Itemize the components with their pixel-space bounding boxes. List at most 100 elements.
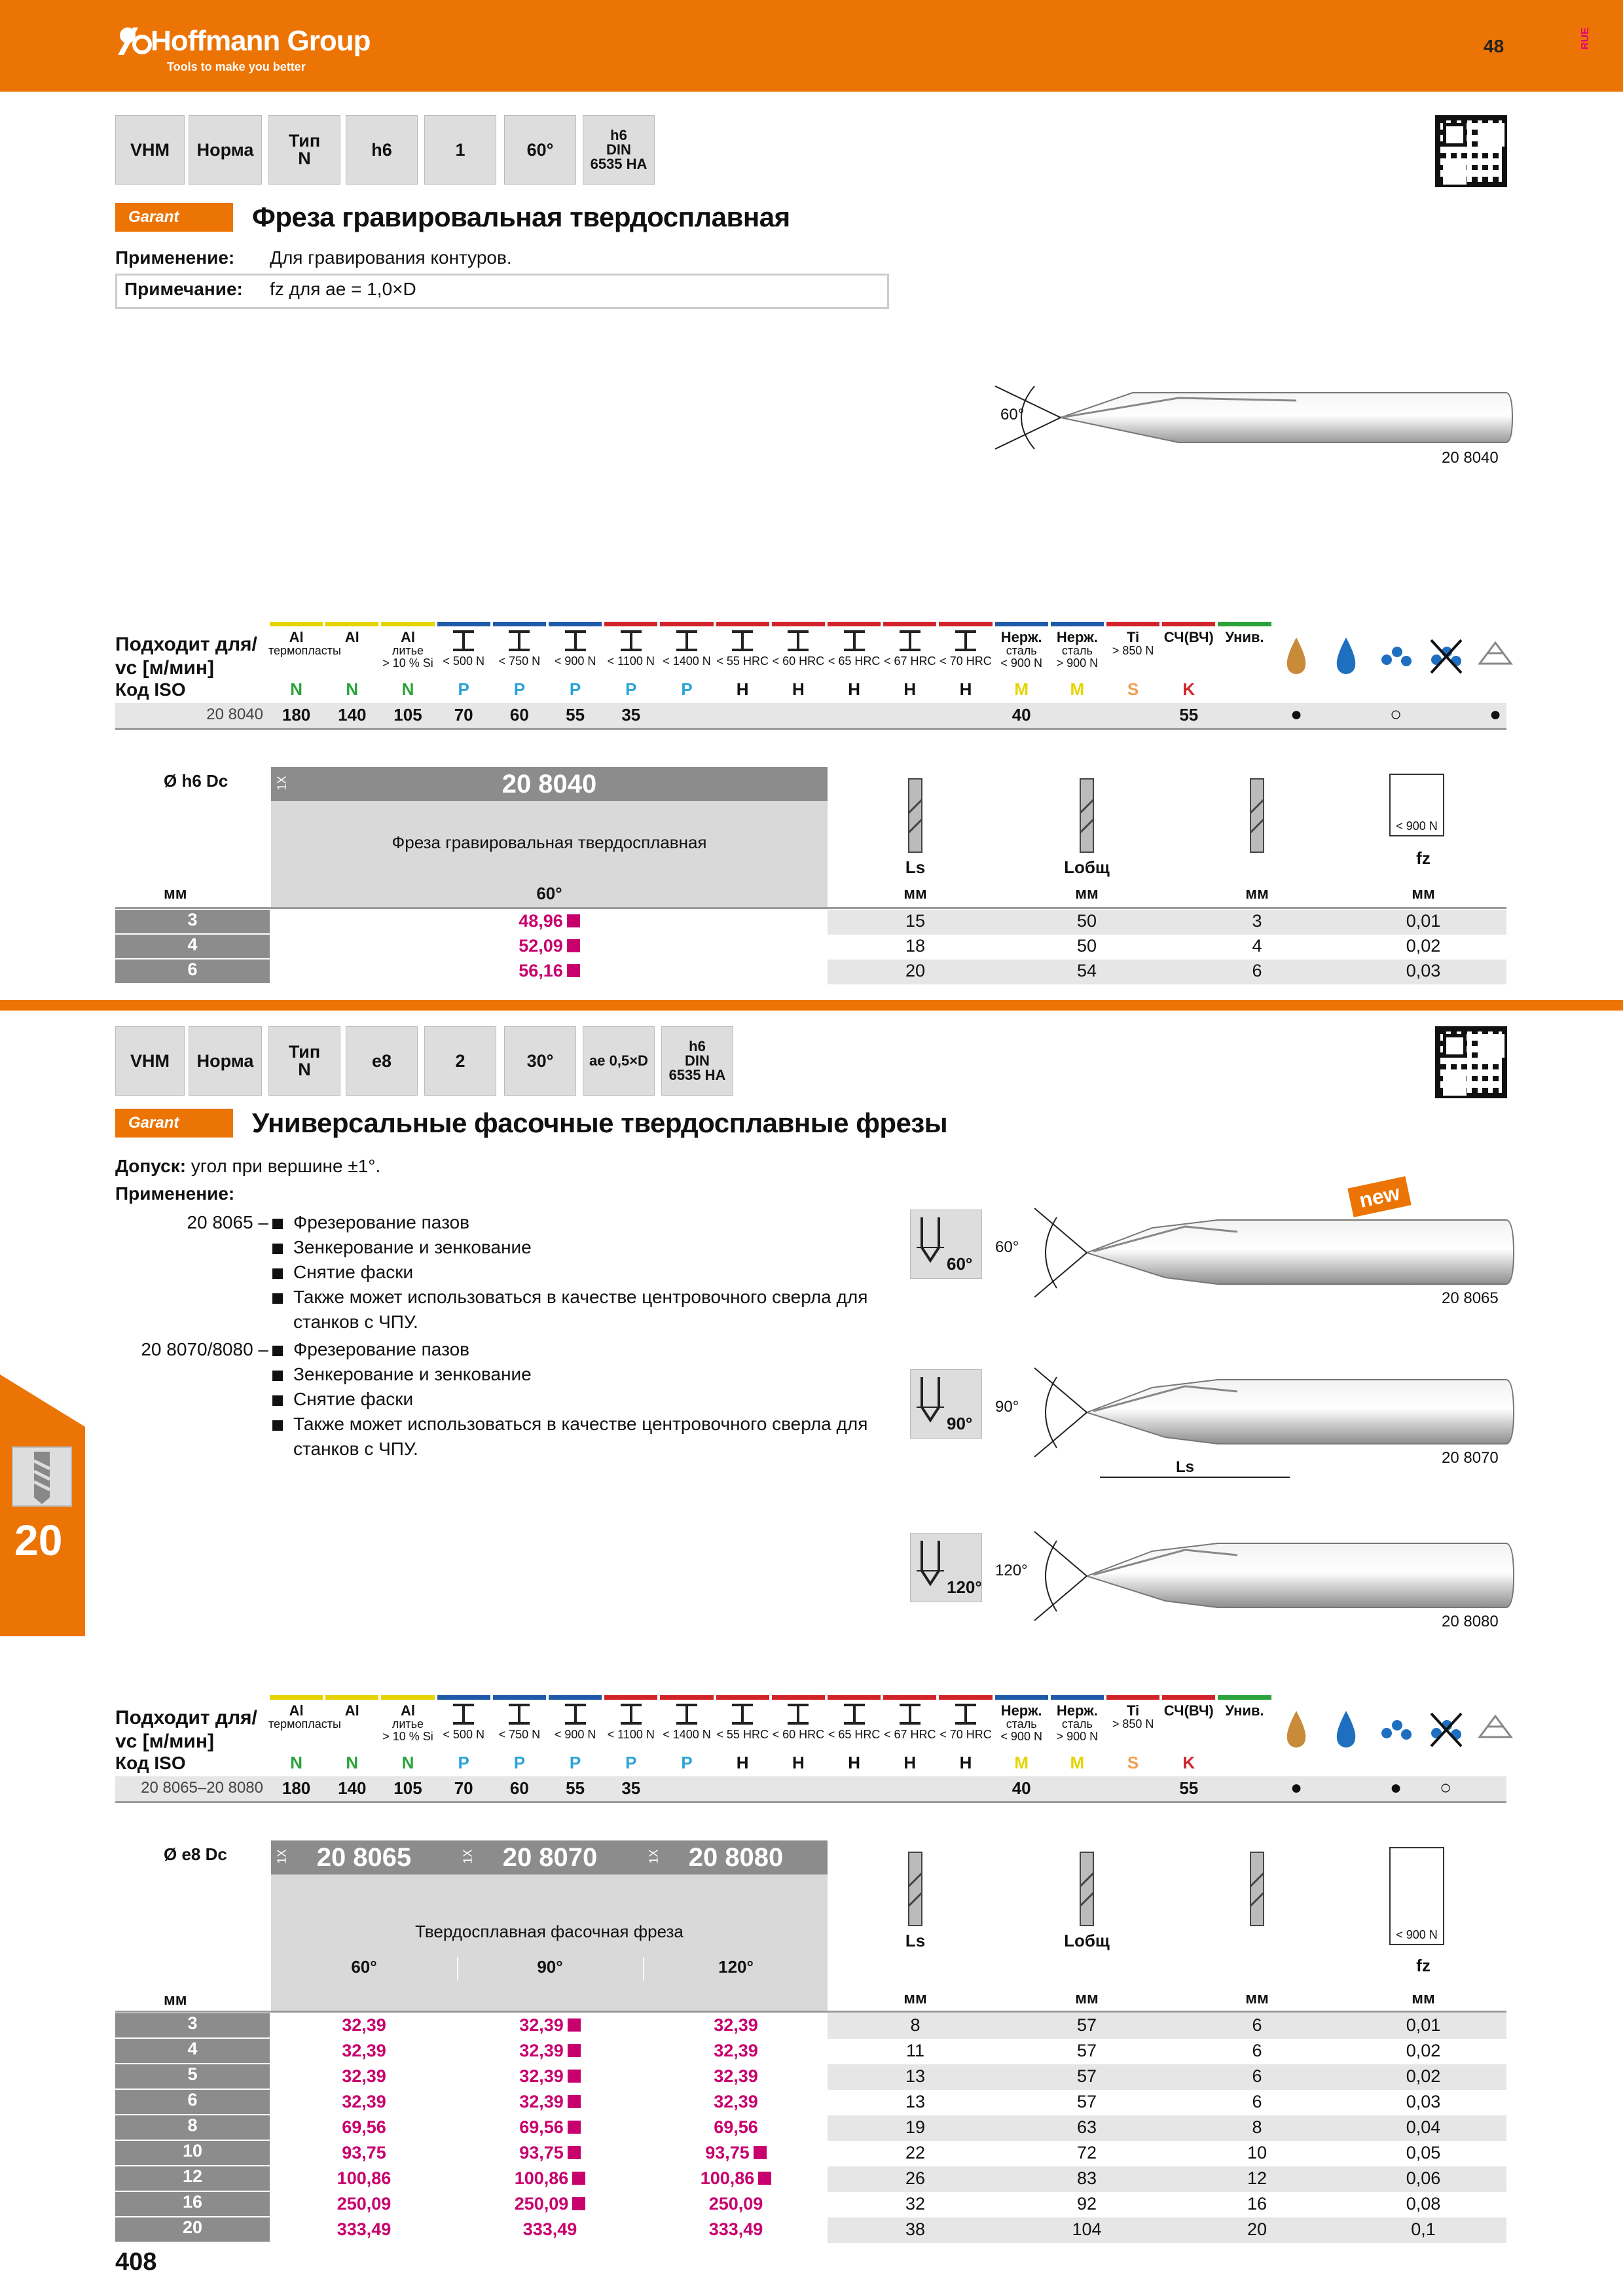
point-angle-icon-label: 120°: [947, 1577, 982, 1597]
bullet-icon: [272, 1371, 283, 1381]
iso-code: P: [569, 1753, 581, 1772]
row-price: 32,39: [714, 2041, 758, 2060]
row-lt: 57: [1076, 2092, 1097, 2111]
qr-code-2[interactable]: [1435, 1026, 1507, 1098]
angle-column: 60°: [351, 1957, 377, 1977]
row-dc: 8: [1252, 2117, 1262, 2137]
material-column-sub: < 60 HRC: [772, 1728, 825, 1741]
stock-indicator-icon: [753, 2146, 767, 2159]
row-dc: 3: [1252, 911, 1262, 931]
property-ae: ae 0,5×D: [583, 1026, 655, 1096]
material-column-sub: < 67 HRC: [884, 1728, 936, 1741]
hoffmann-logo-icon: [118, 27, 152, 55]
tool-angle-label: 120°: [995, 1562, 1028, 1579]
material-column-5: < 900 N: [547, 1703, 603, 1741]
row-price: 32,39: [342, 2092, 386, 2111]
vc-value: 60: [509, 1778, 529, 1798]
material-column-14: Нерж.сталь > 900 N: [1049, 1703, 1105, 1743]
row-dc: 4: [1252, 936, 1262, 956]
material-column-sub: < 65 HRC: [828, 655, 881, 668]
engraving-article-label: 20 8040: [1442, 449, 1499, 467]
article-number: 20 8070: [502, 1843, 598, 1872]
iso-code: H: [959, 1753, 972, 1772]
property-mat: VHM: [115, 1026, 185, 1096]
iso-code: M: [1014, 679, 1029, 699]
material-column-top: Al: [344, 629, 359, 645]
row-lt: 57: [1076, 2066, 1097, 2086]
vc-value: 60: [509, 705, 529, 725]
steel-beam-icon: [843, 630, 865, 651]
material-column-4: < 750 N: [492, 1703, 547, 1741]
row-diameter: 20: [115, 2217, 270, 2242]
iso-code: N: [290, 679, 302, 699]
row-ls: 20: [905, 961, 926, 980]
material-column-sub: сталь < 900 N: [1000, 644, 1042, 670]
stock-indicator-icon: [758, 2172, 772, 2185]
application-group-code: 20 8065 –: [187, 1212, 268, 1232]
row-diameter: 8: [115, 2115, 270, 2140]
material-column-4: < 750 N: [492, 630, 547, 668]
material-column-sub: < 60 HRC: [772, 655, 825, 668]
steel-beam-icon: [564, 630, 586, 651]
material-column-sub: < 900 N: [554, 1728, 596, 1741]
iso-code: P: [458, 1753, 469, 1772]
material-column-sub: < 500 N: [443, 1728, 484, 1741]
article-header-bg: [271, 767, 828, 801]
tool-article-label: 20 8080: [1442, 1613, 1499, 1630]
material-color-bar: [660, 622, 714, 626]
material-column-sub: сталь > 900 N: [1056, 644, 1099, 670]
feed-material-icon: [1389, 1847, 1444, 1945]
column-divider: [457, 1957, 458, 2207]
row-fz: 0,02: [1406, 936, 1441, 956]
row-ls: 11: [905, 2041, 925, 2060]
row-stripe: [828, 2166, 1506, 2192]
row-price: 52,09: [271, 936, 828, 956]
note-label: Примечание:: [124, 279, 243, 299]
iso-code: K: [1182, 1753, 1195, 1772]
row-fz: 0,06: [1406, 2168, 1441, 2188]
material-column-top: Унив.: [1225, 629, 1264, 645]
iso-code: P: [513, 1753, 526, 1772]
bullet-icon: [272, 1420, 283, 1431]
row-fz: 0,04: [1406, 2117, 1441, 2137]
overall-length-icon: [1079, 1852, 1095, 1926]
iso-code: N: [346, 679, 359, 699]
qr-code-1[interactable]: [1435, 115, 1507, 187]
row-stripe: [828, 2013, 1506, 2039]
row-price: 100,86: [457, 2168, 643, 2189]
row-ls: 26: [905, 2168, 926, 2188]
iso-code: N: [401, 679, 414, 699]
water-drop-icon: [1336, 637, 1356, 674]
material-color-bar: [883, 1695, 937, 1700]
application-item: Также может использоваться в качестве це…: [293, 1414, 868, 1434]
material-column-12: < 70 HRC: [938, 630, 993, 668]
mql-icon: [1478, 1714, 1513, 1738]
material-color-bar: [1162, 1695, 1216, 1700]
mql-icon: [1478, 641, 1513, 665]
row-ls: 22: [905, 2143, 926, 2162]
material-column-16: СЧ(ВЧ): [1161, 1703, 1216, 1718]
material-column-15: Ti> 850 N: [1105, 630, 1161, 657]
application-item: станков с ЧПУ.: [293, 1439, 418, 1459]
angle-column: 120°: [718, 1957, 754, 1977]
product-name-2: Твердосплавная фасочная фреза: [415, 1922, 684, 1941]
materials-header-title: Подходит для/: [115, 1707, 257, 1729]
feed-material-sub: < 900 N: [1396, 1928, 1438, 1941]
unit-mm-col: мм: [903, 1990, 927, 2007]
row-lt: 92: [1076, 2194, 1097, 2214]
material-color-bar: [549, 622, 602, 626]
material-column-sub: < 65 HRC: [828, 1728, 881, 1741]
row-dc: 6: [1252, 2066, 1262, 2086]
garant-logo-1: Garant: [115, 203, 233, 232]
row-ls: 13: [905, 2066, 926, 2086]
row-fz: 0,01: [1406, 911, 1441, 931]
row-dc: 16: [1247, 2194, 1267, 2214]
row-ls: 32: [905, 2194, 926, 2214]
material-color-bar: [716, 1695, 769, 1700]
row-lt: 104: [1072, 2219, 1102, 2239]
property-type: Тип N: [268, 1026, 340, 1096]
material-column-top: Нерж.: [1056, 629, 1098, 645]
unit-mm-col: мм: [903, 885, 927, 903]
